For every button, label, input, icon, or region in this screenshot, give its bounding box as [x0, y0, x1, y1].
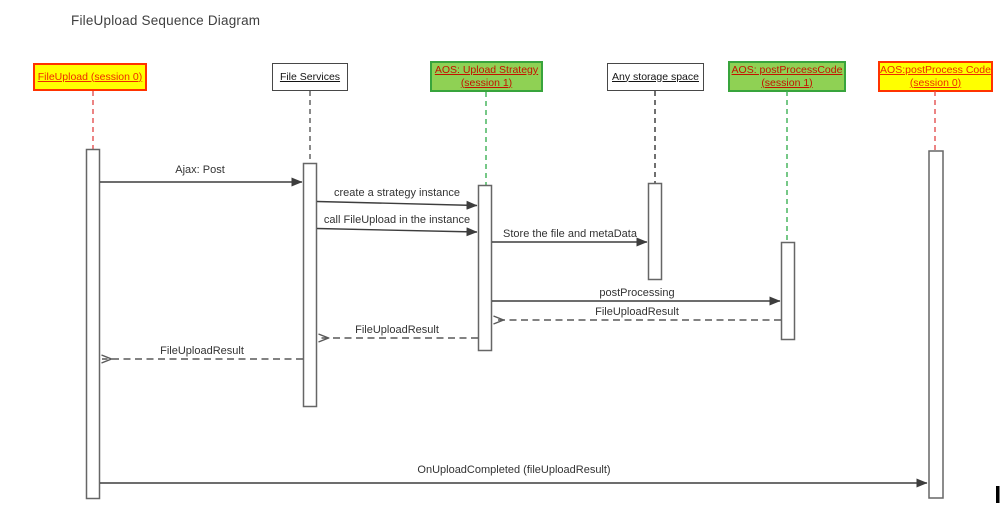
lifeline-sublabel: (session 1): [460, 76, 513, 89]
activation-any-storage-space[interactable]: [647, 182, 663, 281]
lifeline-label: AOS: Upload Strategy: [434, 63, 539, 76]
lifeline-label: AOS: postProcessCode: [731, 63, 843, 76]
lifeline-label: File Services: [279, 70, 341, 83]
lifeline-box-fileupload-session0[interactable]: FileUpload (session 0): [33, 63, 147, 91]
lifeline-sublabel: (session 0): [909, 76, 962, 89]
activation-aos-postprocess-code-session0[interactable]: [928, 150, 944, 499]
message-label-call-fileupload-instance: call FileUpload in the instance: [323, 214, 471, 226]
message-label-ajax-post: Ajax: Post: [175, 164, 225, 176]
activation-fileupload-session0[interactable]: [85, 148, 101, 500]
message-label-onuploadcompleted: OnUploadCompleted (fileUploadResult): [417, 464, 611, 476]
message-label-fileuploadresult-3: FileUploadResult: [160, 345, 244, 357]
lifeline-box-file-services[interactable]: File Services: [272, 63, 348, 91]
lifeline-label: FileUpload (session 0): [37, 70, 143, 83]
arrow-call-fileupload-instance: [316, 227, 478, 237]
lifeline-label: Any storage space: [612, 70, 699, 83]
message-label-postprocessing: postProcessing: [599, 287, 675, 299]
lifeline-label: AOS:postProcess Code: [880, 63, 991, 76]
lifeline-box-aos-upload-strategy[interactable]: AOS: Upload Strategy (session 1): [430, 61, 543, 92]
lifeline-sublabel: (session 1): [761, 76, 813, 89]
lifeline-box-aos-postprocesscode-session1[interactable]: AOS: postProcessCode (session 1): [728, 61, 846, 92]
text-cursor: [996, 486, 1000, 503]
lifeline-box-any-storage-space[interactable]: Any storage space: [607, 63, 704, 91]
message-label-fileuploadresult-1: FileUploadResult: [595, 306, 679, 318]
message-label-fileuploadresult-2: FileUploadResult: [355, 324, 439, 336]
page-title: FileUpload Sequence Diagram: [71, 13, 261, 28]
activation-file-services[interactable]: [302, 162, 318, 408]
arrow-create-strategy-instance: [316, 200, 478, 210]
message-label-store-file-metadata: Store the file and metaData: [503, 228, 637, 240]
message-label-create-strategy-instance: create a strategy instance: [334, 187, 460, 199]
activation-aos-upload-strategy[interactable]: [477, 184, 493, 352]
activation-aos-postprocesscode-session1[interactable]: [780, 241, 796, 341]
